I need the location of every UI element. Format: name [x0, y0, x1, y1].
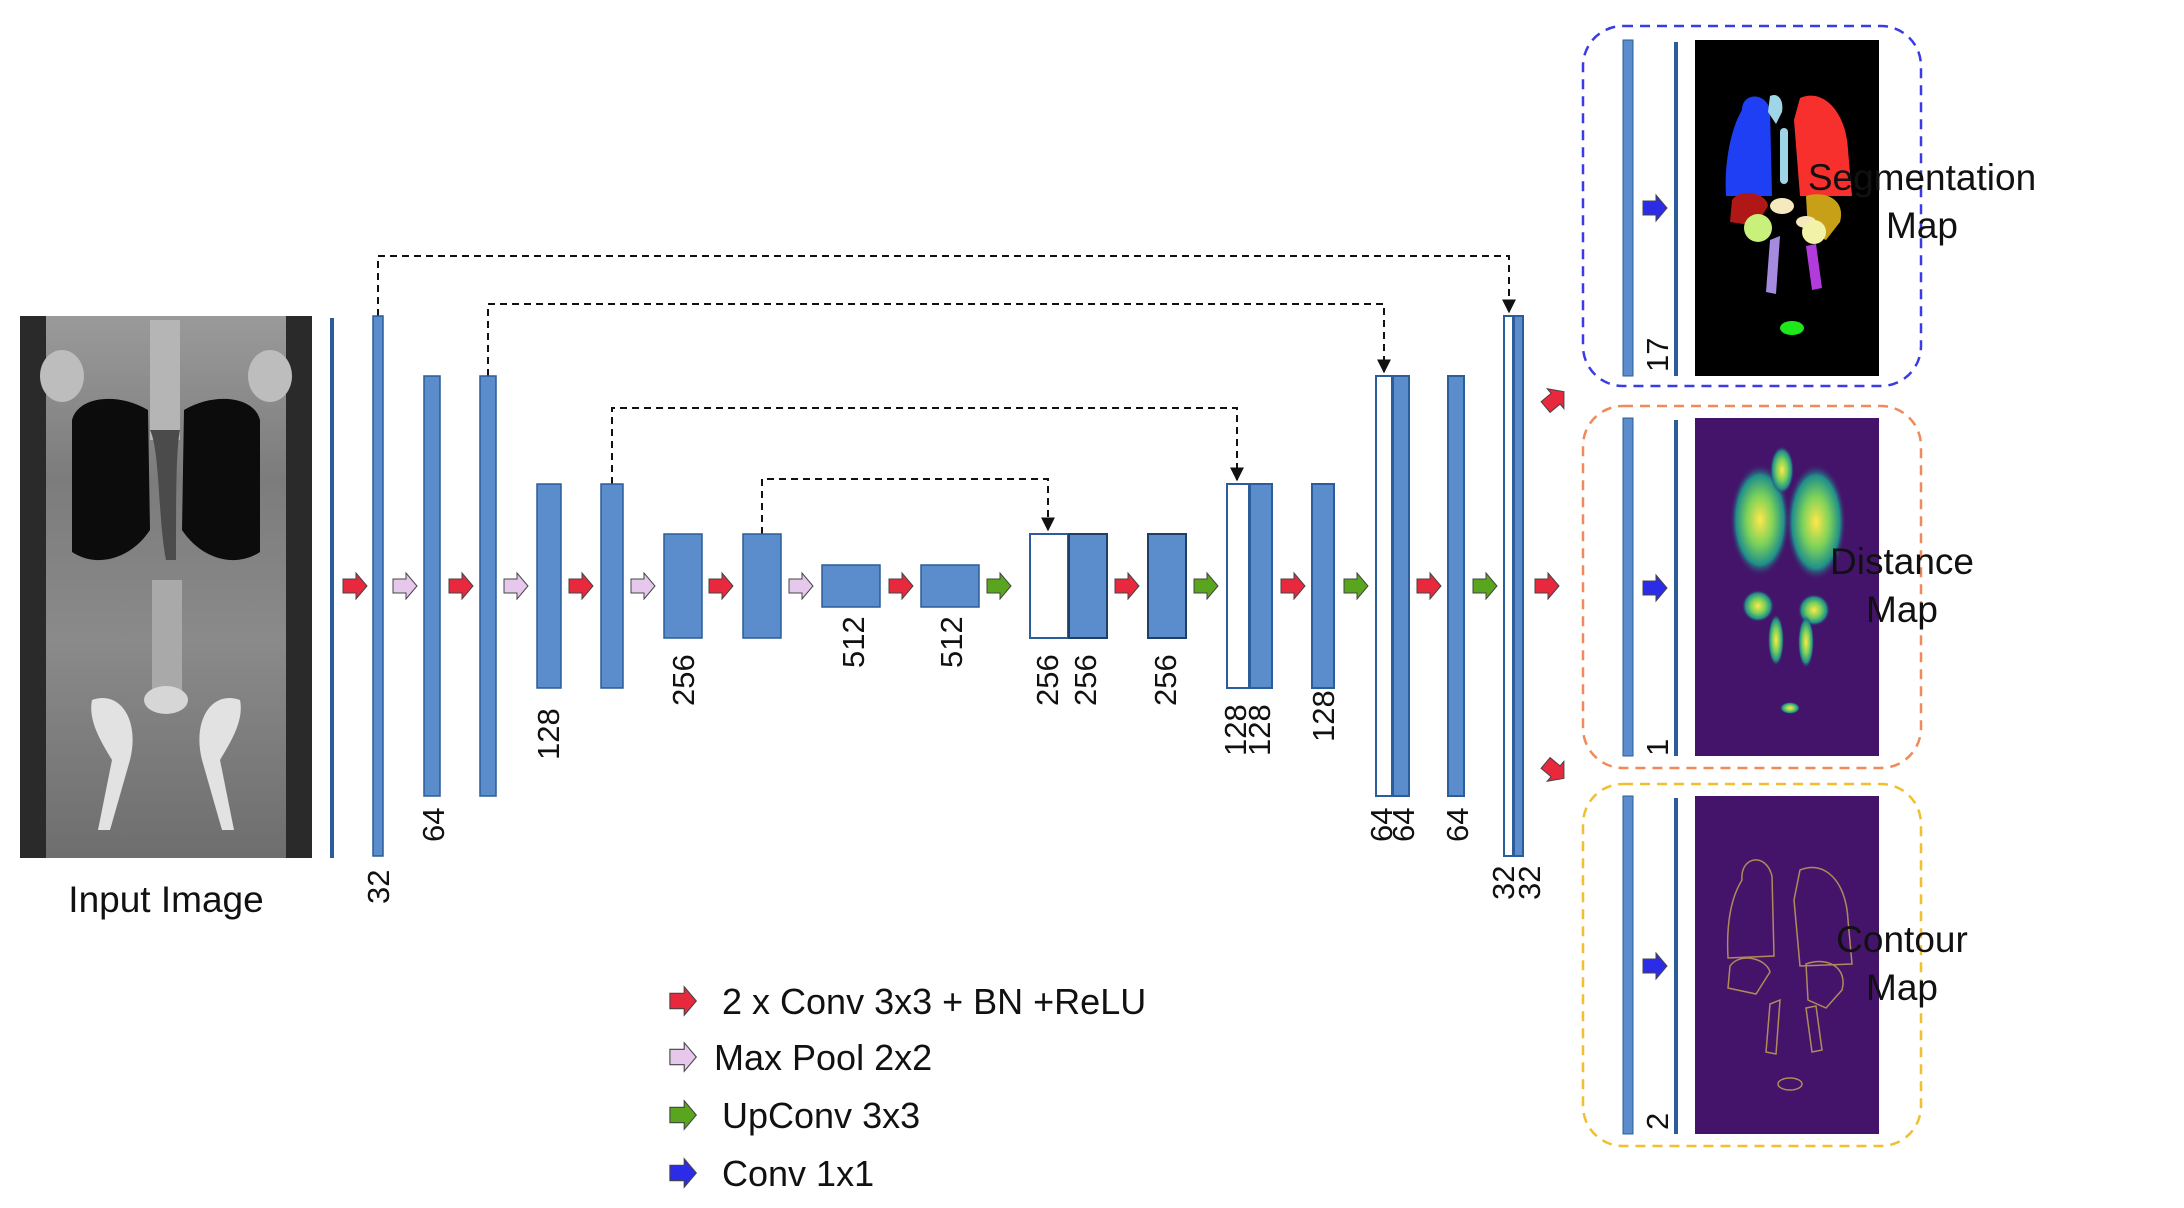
label-enc-256: 256: [666, 654, 701, 706]
seg-feature-block: [1623, 40, 1633, 376]
contour-panel: 2 Contour Map: [1583, 784, 1968, 1146]
conv-arrow-6: [1115, 573, 1139, 599]
enc-block-256b: [743, 534, 781, 638]
maxpool-arrow-4: [789, 573, 813, 599]
input-image-label: Input Image: [68, 879, 263, 920]
seg-title-line1: Segmentation: [1808, 157, 2036, 198]
conv-arrow-8: [1417, 573, 1441, 599]
up-block-128: [1250, 484, 1272, 688]
contour-title-line1: Contour: [1836, 919, 1968, 960]
dec-block-64: [1448, 376, 1464, 796]
up-block-32: [1514, 316, 1523, 856]
maxpool-arrow-3: [631, 573, 655, 599]
label-enc-32: 32: [361, 870, 396, 904]
conv1x1-arrow-seg: [1643, 195, 1667, 221]
conv-arrow-7: [1281, 573, 1305, 599]
label-skip-256: 256: [1030, 654, 1065, 706]
upconv-arrow-4: [1473, 573, 1497, 599]
dec-block-256: [1148, 534, 1186, 638]
legend-label-conv1x1: Conv 1x1: [722, 1153, 874, 1194]
label-up-256: 256: [1068, 654, 1103, 706]
enc-block-256a: [664, 534, 702, 638]
skip-connection-32: [378, 256, 1509, 316]
skip-block-32: [1504, 316, 1513, 856]
decoder-blocks: [1030, 316, 1523, 856]
skip-connection-256: [762, 479, 1048, 534]
label-enc-128: 128: [531, 708, 566, 760]
conv-arrow-5: [889, 573, 913, 599]
skip-block-128: [1227, 484, 1249, 688]
upconv-arrow-3: [1344, 573, 1368, 599]
label-dec-64: 64: [1440, 808, 1475, 842]
label-up-32: 32: [1512, 866, 1547, 900]
legend-label-conv: 2 x Conv 3x3 + BN +ReLU: [722, 981, 1146, 1022]
label-bottleneck-512b: 512: [934, 616, 969, 668]
enc-block-32: [373, 316, 383, 856]
upconv-arrow-1: [987, 573, 1011, 599]
conv-arrow-seg-branch: [1537, 382, 1572, 417]
seg-title-line2: Map: [1886, 205, 1958, 246]
skip-connection-64: [488, 304, 1384, 376]
dist-title-line1: Distance: [1830, 541, 1974, 582]
dec-block-128: [1312, 484, 1334, 688]
enc-block-128a: [537, 484, 561, 688]
skip-connection-128: [612, 408, 1237, 484]
maxpool-arrow-1: [393, 573, 417, 599]
bottleneck-block-512a: [822, 565, 880, 607]
conv-arrow-1: [343, 573, 367, 599]
legend-red-arrow-icon: [670, 987, 696, 1016]
label-enc-64: 64: [416, 808, 451, 842]
up-block-256: [1069, 534, 1107, 638]
contour-channels-label: 2: [1640, 1113, 1675, 1130]
conv-arrow-3: [569, 573, 593, 599]
label-dec-128: 128: [1306, 690, 1341, 742]
enc-block-64a: [424, 376, 440, 796]
legend: 2 x Conv 3x3 + BN +ReLU Max Pool 2x2 UpC…: [670, 981, 1146, 1194]
conv1x1-arrow-dist: [1643, 575, 1667, 601]
skip-block-64: [1376, 376, 1392, 796]
conv-arrow-4: [709, 573, 733, 599]
label-up-64: 64: [1386, 808, 1421, 842]
contour-map-image: [1695, 796, 1879, 1134]
enc-block-64b: [480, 376, 496, 796]
conv-arrow-2: [449, 573, 473, 599]
legend-label-maxpool: Max Pool 2x2: [714, 1037, 932, 1078]
legend-lavender-arrow-icon: [670, 1043, 696, 1072]
up-block-64: [1393, 376, 1409, 796]
legend-blue-arrow-icon: [670, 1159, 696, 1188]
enc-block-128b: [601, 484, 623, 688]
label-up-128: 128: [1242, 704, 1277, 756]
seg-channels-label: 17: [1640, 338, 1675, 372]
conv-arrow-9: [1535, 573, 1559, 599]
input-ct-image: Input Image: [20, 316, 312, 920]
label-dec-256: 256: [1148, 654, 1183, 706]
upconv-arrow-2: [1194, 573, 1218, 599]
conv-arrow-contour-branch: [1537, 753, 1572, 788]
contour-feature-block: [1623, 796, 1633, 1134]
dist-title-line2: Map: [1866, 589, 1938, 630]
contour-title-line2: Map: [1866, 967, 1938, 1008]
skip-block-256: [1030, 534, 1068, 638]
distance-panel: 1 Distance Map: [1583, 406, 1974, 768]
maxpool-arrow-2: [504, 573, 528, 599]
legend-label-upconv: UpConv 3x3: [722, 1095, 920, 1136]
dist-channels-label: 1: [1640, 739, 1675, 756]
conv1x1-arrow-contour: [1643, 953, 1667, 979]
bottleneck-block-512b: [921, 565, 979, 607]
label-bottleneck-512a: 512: [836, 616, 871, 668]
legend-green-arrow-icon: [670, 1101, 696, 1130]
dist-feature-block: [1623, 418, 1633, 756]
